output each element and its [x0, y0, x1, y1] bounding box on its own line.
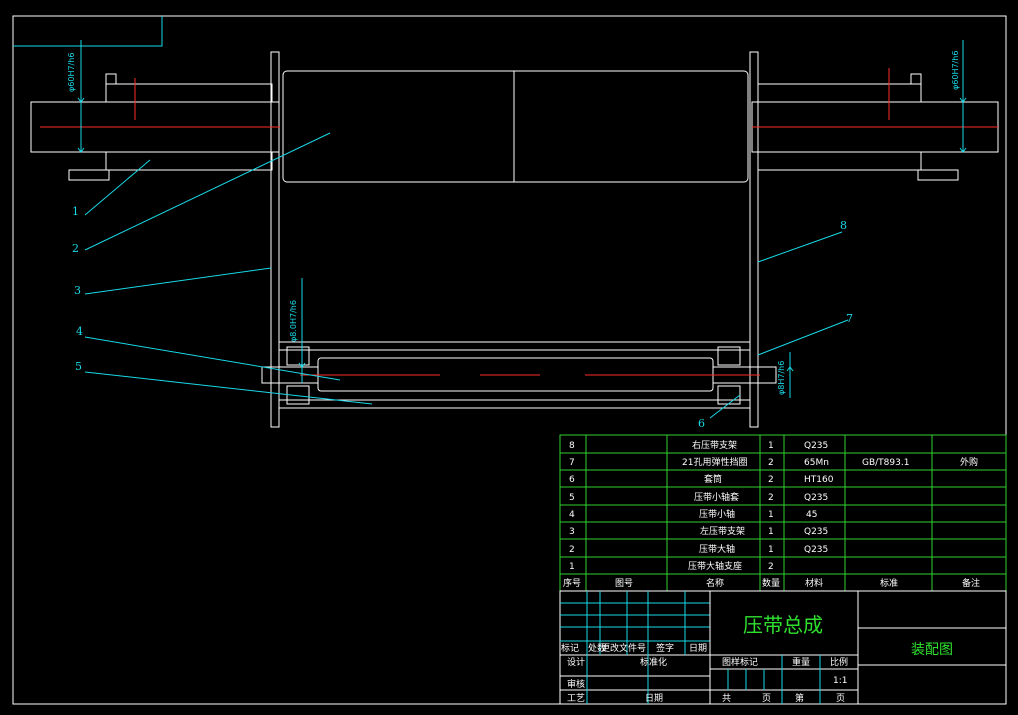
process-label: 工艺: [567, 693, 585, 704]
svg-text:标准: 标准: [880, 577, 898, 589]
svg-text:3: 3: [569, 527, 575, 537]
svg-text:1: 1: [768, 441, 774, 451]
bom-row: 7 21孔用弹性挡圈 2 65Mn GB/T893.1 外购: [569, 456, 978, 468]
svg-text:压带大轴: 压带大轴: [699, 543, 735, 555]
main-shaft-assembly: [30, 51, 999, 428]
bom-row: 5 压带小轴套 2 Q235: [569, 491, 828, 503]
part-label-4: 4: [76, 325, 83, 338]
outer-frame: [12, 15, 1007, 705]
dim-right-fit: φ60H7/h6: [951, 51, 960, 90]
rev-head-mark: 标记: [561, 642, 579, 654]
bom-row: 8 右压带支架 1 Q235: [569, 439, 828, 451]
part-label-6: 6: [698, 417, 705, 430]
svg-text:1: 1: [768, 545, 774, 555]
bom-row: 1 压带大轴支座 2: [569, 560, 774, 572]
svg-text:压带小轴套: 压带小轴套: [694, 491, 739, 503]
title-block: 标记 处数 更改文件号 签字 日期 设计 标准化 审核 工艺 日期 压带总成 图…: [559, 590, 1007, 705]
part-label-8: 8: [840, 219, 847, 232]
part-label-1: 1: [72, 205, 79, 218]
bom-row: 4 压带小轴 1 45: [569, 508, 817, 520]
drawing-type: 装配图: [911, 642, 953, 658]
svg-text:HT160: HT160: [804, 475, 834, 485]
leaders: 1 2 3 4 5 6 7 8: [72, 132, 853, 430]
svg-text:压带小轴: 压带小轴: [699, 508, 735, 520]
sheet-label: 页: [762, 693, 771, 704]
bom-table: 8 右压带支架 1 Q235 7 21孔用弹性挡圈 2 65Mn GB/T893…: [559, 434, 1007, 592]
svg-text:1: 1: [569, 562, 575, 572]
part-label-3: 3: [74, 284, 81, 297]
stage-label: 图样标记: [722, 656, 758, 668]
svg-text:压带大轴支座: 压带大轴支座: [688, 560, 742, 572]
part-label-7: 7: [846, 312, 853, 325]
scale-value: 1:1: [833, 676, 847, 686]
check-label: 审核: [567, 678, 585, 690]
rev-head-sign: 签字: [656, 642, 674, 654]
svg-text:1: 1: [768, 527, 774, 537]
part-label-5: 5: [75, 360, 82, 373]
svg-text:材料: 材料: [805, 577, 823, 589]
svg-text:右压带支架: 右压带支架: [692, 439, 737, 451]
svg-text:45: 45: [806, 510, 817, 520]
svg-text:数量: 数量: [762, 577, 780, 589]
svg-text:Q235: Q235: [804, 493, 828, 503]
dimension-annotations: φ60H7/h6 φ60H7/h6 φ8.0H7/h6 φ8H7/h6: [67, 40, 967, 398]
dim-lower-left-fit: φ8.0H7/h6: [289, 300, 298, 342]
rev-head-doc: 更改文件号: [601, 642, 646, 654]
svg-text:Q235: Q235: [804, 545, 828, 555]
corner-stamp: [13, 16, 163, 47]
svg-text:2: 2: [768, 475, 774, 485]
small-shaft-assembly: [261, 341, 777, 409]
weight-label: 重量: [792, 656, 810, 668]
part-label-2: 2: [72, 242, 79, 255]
svg-text:2: 2: [569, 545, 575, 555]
svg-text:左压带支架: 左压带支架: [700, 525, 745, 537]
svg-text:Q235: Q235: [804, 527, 828, 537]
svg-text:名称: 名称: [706, 577, 724, 589]
svg-text:备注: 备注: [962, 577, 980, 589]
svg-text:2: 2: [768, 562, 774, 572]
design-label: 设计: [567, 656, 585, 668]
bom-row: 2 压带大轴 1 Q235: [569, 543, 828, 555]
svg-text:序号: 序号: [563, 577, 581, 589]
svg-text:图号: 图号: [615, 578, 633, 589]
svg-text:1: 1: [768, 510, 774, 520]
svg-text:6: 6: [569, 475, 575, 485]
dim-left-fit: φ60H7/h6: [67, 53, 76, 92]
svg-text:8: 8: [569, 441, 575, 451]
svg-text:21孔用弹性挡圈: 21孔用弹性挡圈: [682, 456, 747, 468]
rev-head-date: 日期: [689, 643, 707, 654]
assembly-title: 压带总成: [743, 613, 823, 637]
bom-row: 3 左压带支架 1 Q235: [569, 525, 828, 537]
svg-text:4: 4: [569, 510, 575, 520]
page-label-2: 页: [836, 693, 845, 704]
bom-row: 6 套筒 2 HT160: [569, 473, 834, 485]
bom-header: 序号 图号 名称 数量 材料 标准 备注: [563, 577, 980, 589]
svg-text:GB/T893.1: GB/T893.1: [862, 458, 909, 468]
svg-text:套筒: 套筒: [704, 473, 722, 485]
svg-text:5: 5: [569, 493, 575, 503]
page-label: 第: [795, 692, 804, 704]
svg-text:65Mn: 65Mn: [804, 458, 829, 468]
standardization-label: 标准化: [640, 656, 667, 668]
rev-head-count: 处数: [588, 642, 606, 654]
svg-text:2: 2: [768, 493, 774, 503]
scale-label: 比例: [830, 656, 848, 668]
svg-text:2: 2: [768, 458, 774, 468]
svg-text:7: 7: [569, 458, 575, 468]
dim-lower-right-fit: φ8H7/h6: [777, 361, 786, 395]
svg-text:外购: 外购: [960, 456, 978, 468]
total-label: 共: [722, 693, 731, 704]
date-label: 日期: [645, 693, 663, 704]
svg-text:Q235: Q235: [804, 441, 828, 451]
